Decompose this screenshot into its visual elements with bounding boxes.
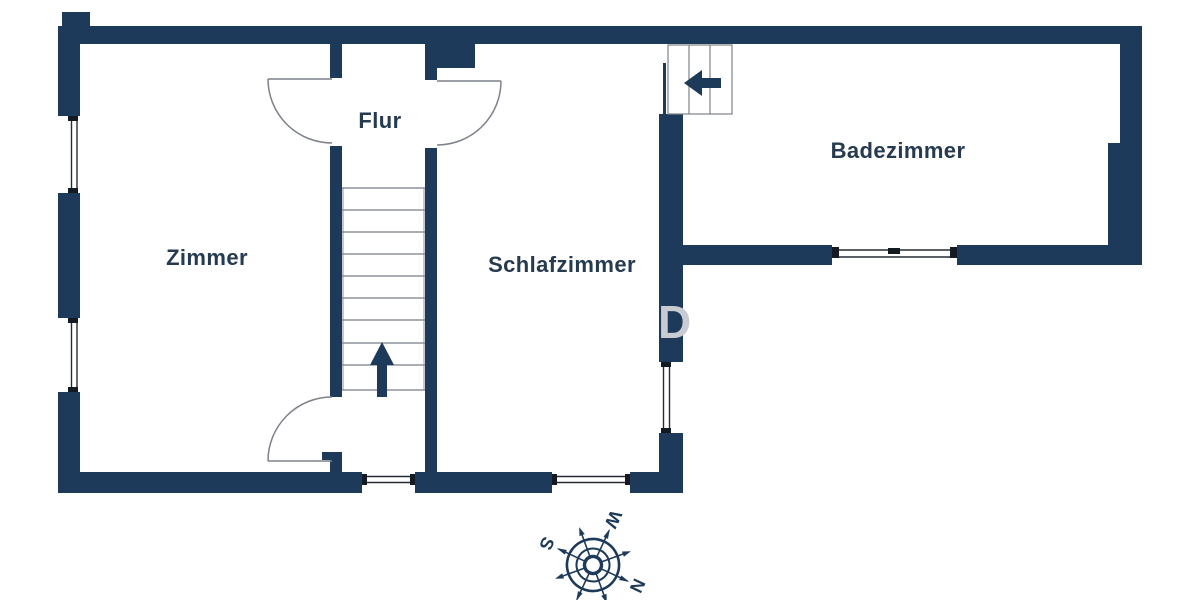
wall-entry-edge-line bbox=[663, 63, 666, 114]
wall-left-upper bbox=[58, 44, 80, 116]
window-badezimmer bbox=[832, 247, 957, 258]
room-label-zimmer: Zimmer bbox=[166, 245, 248, 270]
wall-chimney-block bbox=[425, 44, 475, 68]
wall-flur-west-bottom bbox=[330, 452, 342, 472]
window-cap bbox=[410, 474, 415, 485]
window-cap bbox=[552, 474, 557, 485]
wall-bath-bottom-left bbox=[659, 245, 832, 265]
door-zimmer-hall bbox=[267, 396, 333, 462]
watermark-letter: D bbox=[658, 296, 691, 348]
door-flur-schlafzimmer bbox=[436, 80, 502, 146]
room-label-flur: Flur bbox=[358, 108, 401, 133]
wall-east-lower bbox=[659, 433, 683, 493]
window-cap bbox=[625, 474, 630, 485]
window-mullion bbox=[888, 248, 900, 254]
stairs-up-arrow-icon bbox=[370, 342, 394, 397]
door-swing-arc bbox=[267, 78, 333, 144]
window-cap bbox=[68, 387, 78, 392]
wall-bath-right-pilaster bbox=[1108, 143, 1120, 245]
wall-top-left-stub bbox=[62, 12, 90, 28]
walls bbox=[58, 12, 1142, 493]
window-cap bbox=[68, 116, 78, 121]
compass-outer-ring bbox=[565, 537, 621, 593]
room-label-badezimmer: Badezimmer bbox=[831, 138, 966, 163]
compass-inner-ring bbox=[575, 547, 611, 583]
wall-top-band bbox=[58, 26, 1142, 44]
doors bbox=[267, 78, 502, 462]
wall-left-middle bbox=[58, 193, 80, 318]
window-cap bbox=[950, 247, 957, 258]
room-label-schlafzimmer: Schlafzimmer bbox=[488, 252, 636, 277]
wall-bath-right bbox=[1120, 26, 1142, 265]
window-cap bbox=[68, 188, 78, 193]
wall-flur-west-nub bbox=[322, 452, 331, 460]
wall-east-upper bbox=[659, 114, 683, 362]
window-left-upper bbox=[68, 116, 78, 193]
wall-left-lower bbox=[58, 392, 80, 493]
compass-letters: N S W E bbox=[535, 507, 650, 596]
wall-flur-west-stub bbox=[330, 44, 342, 78]
compass-spike-tips bbox=[555, 527, 631, 600]
staircase bbox=[342, 187, 425, 397]
window-cap bbox=[661, 428, 671, 433]
compass-letter-south: S bbox=[535, 534, 558, 553]
entry-arrow-left-icon bbox=[684, 70, 721, 96]
wall-bath-bottom-right bbox=[957, 245, 1142, 265]
window-cap bbox=[362, 474, 367, 485]
compass-rose: N S W E bbox=[535, 507, 650, 600]
window-bottom-schlafzimmer bbox=[552, 474, 630, 485]
window-cap bbox=[832, 247, 839, 258]
wall-bottom-middle bbox=[415, 472, 552, 493]
compass-hub bbox=[582, 554, 604, 576]
window-left-lower bbox=[68, 318, 78, 392]
room-labels: Zimmer Flur Schlafzimmer Badezimmer bbox=[166, 108, 965, 277]
compass-letter-west: W bbox=[601, 507, 626, 531]
window-cap bbox=[661, 362, 671, 367]
door-swing-arc bbox=[267, 396, 333, 462]
window-bottom-hall bbox=[362, 474, 415, 485]
wall-bottom-left bbox=[58, 472, 362, 493]
entry-stair bbox=[667, 44, 733, 115]
windows bbox=[68, 116, 957, 485]
compass-letter-north: N bbox=[626, 576, 650, 596]
window-cap bbox=[68, 318, 78, 323]
wall-flur-east-long bbox=[425, 148, 437, 472]
wall-flur-west-mid bbox=[330, 146, 342, 397]
door-swing-arc bbox=[436, 80, 502, 146]
door-zimmer-flur bbox=[267, 78, 333, 144]
window-east-schlafzimmer bbox=[661, 362, 671, 433]
